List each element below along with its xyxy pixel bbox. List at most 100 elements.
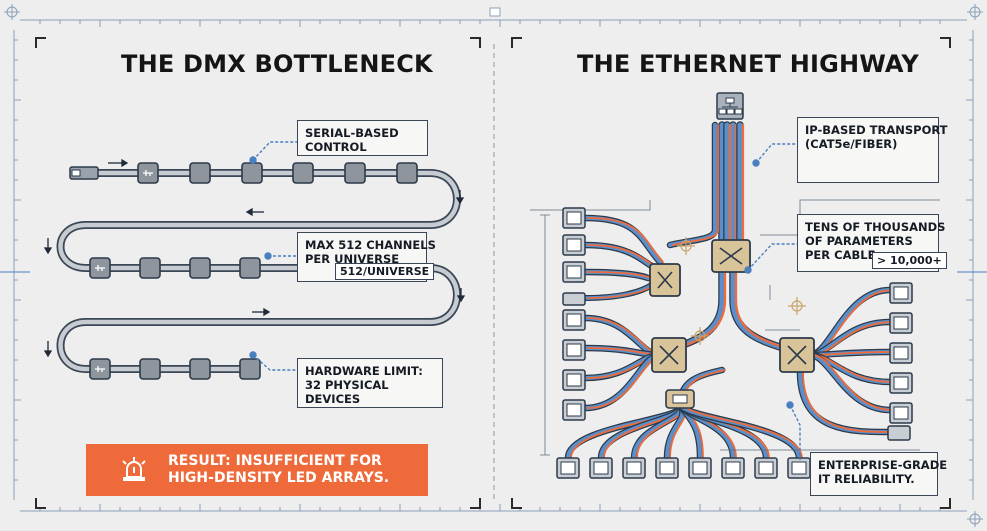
led-fixture xyxy=(721,457,745,479)
switch-port xyxy=(672,394,688,404)
switch-cross xyxy=(659,345,679,365)
cable-pair xyxy=(736,121,745,264)
dmx-fixture-nodes xyxy=(89,162,418,380)
callout-line: IT RELIABILITY. xyxy=(818,472,915,486)
cable-outline xyxy=(666,121,719,249)
callout-line: (CAT5e/FIBER) xyxy=(805,137,898,151)
fixture-port xyxy=(566,211,582,225)
cable-pair xyxy=(581,214,664,266)
callout-line: ENTERPRISE-GRADE xyxy=(818,458,948,472)
fixture-port xyxy=(893,376,909,390)
switch-cross xyxy=(719,247,743,265)
dmx-node xyxy=(239,358,261,380)
led-fixture xyxy=(889,312,913,334)
fixture-port xyxy=(560,461,576,475)
dmx-node xyxy=(241,162,263,184)
cable-orange xyxy=(587,217,664,263)
callout-leaders-left xyxy=(249,141,297,371)
led-fixture xyxy=(655,457,679,479)
callout-parameters: TENS OF THOUSANDS OF PARAMETERS PER CABL… xyxy=(797,214,945,272)
fixture-port xyxy=(566,265,582,279)
dmx-node-body xyxy=(292,162,314,184)
cable-pair xyxy=(723,121,732,259)
callout-line: MAX 512 CHANNELS xyxy=(305,238,436,252)
fixture-port xyxy=(593,461,609,475)
callout-line: PER UNIVERSE xyxy=(305,252,400,266)
fixture-port xyxy=(893,316,909,330)
callout-reliability: ENTERPRISE-GRADE IT RELIABILITY. xyxy=(810,452,948,496)
dmx-node xyxy=(89,358,111,380)
cable-pair xyxy=(666,121,719,249)
led-fixture xyxy=(562,309,586,331)
parameters-badge: > 10,000+ xyxy=(872,252,947,269)
dmx-node xyxy=(396,162,418,184)
cable-orange xyxy=(587,271,652,279)
cable-blue xyxy=(583,216,662,264)
warning-light-icon xyxy=(122,457,146,481)
led-fixture xyxy=(589,457,613,479)
result-banner: RESULT: INSUFFICIENT FOR HIGH-DENSITY LE… xyxy=(86,444,428,496)
dmx-node xyxy=(189,358,211,380)
fixture-port xyxy=(893,346,909,360)
fixture-port xyxy=(692,461,708,475)
right-panel-title: THE ETHERNET HIGHWAY xyxy=(577,50,919,78)
fixture-port xyxy=(566,403,582,417)
left-panel-title: THE DMX BOTTLENECK xyxy=(121,50,433,78)
led-fixture xyxy=(889,402,913,424)
fixture-port xyxy=(659,461,675,475)
usb-icon xyxy=(143,170,153,176)
dmx-node-body xyxy=(344,162,366,184)
led-fixture xyxy=(562,369,586,391)
led-fixture xyxy=(787,457,811,479)
usb-icon xyxy=(95,265,105,271)
fixture-port xyxy=(566,343,582,357)
cable-blue xyxy=(668,123,717,247)
fixture-port xyxy=(893,406,909,420)
fixture-small xyxy=(562,292,586,306)
callout-line: SERIAL-BASED xyxy=(305,126,399,140)
dmx-node-body xyxy=(239,358,261,380)
result-line-1: RESULT: INSUFFICIENT FOR xyxy=(168,453,382,469)
dmx-node-body xyxy=(189,162,211,184)
dmx-node xyxy=(139,358,161,380)
fixture-port xyxy=(893,286,909,300)
callout-line: IP-BASED TRANSPORT xyxy=(805,123,948,137)
fixture-port xyxy=(566,373,582,387)
ethernet-devices xyxy=(556,207,913,479)
callout-line: PER CABLE xyxy=(805,248,876,262)
dmx-node-body xyxy=(189,257,211,279)
network-switch-icon xyxy=(711,239,751,273)
dmx-node xyxy=(189,257,211,279)
flow-arrows xyxy=(43,158,466,358)
led-fixture xyxy=(562,234,586,256)
led-fixture xyxy=(562,399,586,421)
dmx-node-body xyxy=(139,257,161,279)
crosshair xyxy=(788,297,806,315)
dmx-node-body xyxy=(139,358,161,380)
network-hub-icon xyxy=(716,92,744,120)
cable-pair xyxy=(676,401,803,462)
central-switch xyxy=(665,389,695,409)
fixture-port xyxy=(566,313,582,327)
callout-hardware-limit: HARDWARE LIMIT: 32 PHYSICAL DEVICES xyxy=(297,358,443,408)
dmx-node-body xyxy=(189,358,211,380)
crosshair xyxy=(677,237,695,255)
switch-cross xyxy=(787,345,807,365)
fixture-port xyxy=(758,461,774,475)
led-fixture xyxy=(562,207,586,229)
led-fixture xyxy=(562,261,586,283)
dmx-node xyxy=(137,162,159,184)
cable-orange xyxy=(802,371,894,433)
alignment-crosshairs xyxy=(677,237,806,345)
dmx-node xyxy=(344,162,366,184)
cable-pair xyxy=(806,351,894,414)
cable-pair xyxy=(581,268,652,282)
led-fixture xyxy=(688,457,712,479)
cable-orange xyxy=(734,123,795,352)
usb-icon xyxy=(95,366,105,372)
switch-cross xyxy=(657,271,673,289)
callout-serial-control: SERIAL-BASED CONTROL xyxy=(297,120,428,156)
network-switch-icon xyxy=(649,263,681,297)
